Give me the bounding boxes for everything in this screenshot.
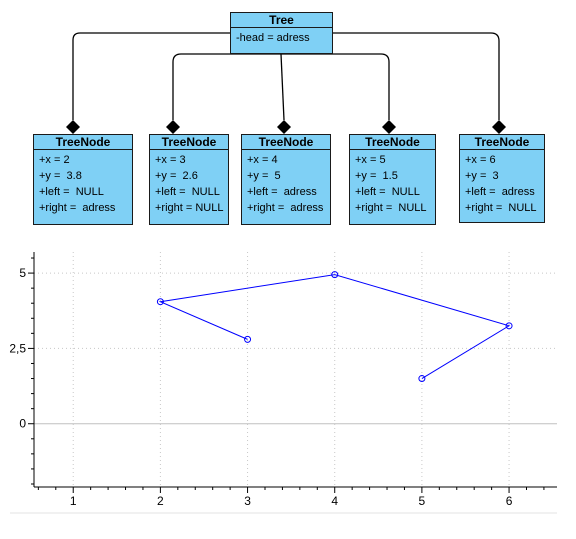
composition-diamond-icon <box>492 120 506 134</box>
y-tick-label: 2,5 <box>9 341 26 355</box>
connector-line <box>333 32 500 120</box>
data-point <box>156 298 164 306</box>
attribute-text: +left = NULL <box>39 186 104 198</box>
treenode-class-box: TreeNode +x = 2 +y = 3.8 +left = NULL +right… <box>33 134 133 225</box>
composition-diamond-icon <box>66 120 80 134</box>
attribute-text: +x = 5 <box>355 154 386 166</box>
connector-line <box>72 32 230 120</box>
attribute-text: +y = 2.6 <box>155 170 198 182</box>
tree-class-box: Tree -head = adress <box>230 12 333 54</box>
treenode-class-box: TreeNode +x = 5 +y = 1.5 +left = NULL +right… <box>349 134 436 225</box>
class-title: TreeNode <box>242 135 330 150</box>
series-line <box>158 274 511 379</box>
attribute-text: +right = NULL <box>155 202 224 214</box>
x-tick-label: 6 <box>506 494 513 508</box>
attribute-text: +right = adress <box>247 202 324 214</box>
connector-line <box>280 53 285 121</box>
x-tick-label: 4 <box>331 494 338 508</box>
data-point <box>331 271 339 279</box>
attribute-text: +left = adress <box>247 186 317 198</box>
connector-line <box>281 53 390 120</box>
y-tick-label: 0 <box>19 417 26 431</box>
y-tick-label: 5 <box>19 266 26 280</box>
composition-diamond-icon <box>166 120 180 134</box>
attribute-text: +y = 1.5 <box>355 170 398 182</box>
data-point <box>505 322 513 330</box>
attribute-text: +left = NULL <box>155 186 220 198</box>
attribute-text: +x = 4 <box>247 154 278 166</box>
class-title: TreeNode <box>350 135 435 150</box>
class-title: Tree <box>231 13 332 28</box>
data-point <box>418 375 426 383</box>
attribute-text: +y = 3 <box>465 170 499 182</box>
attribute-text: +x = 2 <box>39 154 70 166</box>
class-title: TreeNode <box>34 135 132 150</box>
treenode-class-box: TreeNode +x = 3 +y = 2.6 +left = NULL +right… <box>149 134 229 225</box>
data-point <box>244 335 252 343</box>
class-attributes: +x = 3 +y = 2.6 +left = NULL +right = NULL <box>150 150 228 216</box>
class-attributes: +x = 4 +y = 5 +left = adress +right = adres… <box>242 150 330 216</box>
attribute-text: -head = adress <box>236 32 310 44</box>
class-attributes: +x = 6 +y = 3 +left = adress +right = NULL <box>460 150 544 216</box>
attribute-text: +left = NULL <box>355 186 420 198</box>
class-attributes: -head = adress <box>231 28 332 46</box>
attribute-text: +right = NULL <box>355 202 427 214</box>
x-tick-label: 3 <box>244 494 251 508</box>
attribute-text: +x = 3 <box>155 154 186 166</box>
class-title: TreeNode <box>460 135 544 150</box>
class-attributes: +x = 5 +y = 1.5 +left = NULL +right = NULL <box>350 150 435 216</box>
attribute-text: +y = 5 <box>247 170 281 182</box>
attribute-text: +right = adress <box>39 202 116 214</box>
x-tick-label: 5 <box>419 494 426 508</box>
class-title: TreeNode <box>150 135 228 150</box>
x-tick-label: 1 <box>70 494 77 508</box>
connector-line <box>172 53 281 120</box>
treenode-class-box: TreeNode +x = 4 +y = 5 +left = adress +right… <box>241 134 331 225</box>
attribute-text: +y = 3.8 <box>39 170 82 182</box>
attribute-text: +x = 6 <box>465 154 496 166</box>
composition-diamond-icon <box>382 120 396 134</box>
x-tick-label: 2 <box>157 494 164 508</box>
class-attributes: +x = 2 +y = 3.8 +left = NULL +right = adres… <box>34 150 132 216</box>
composition-diamond-icon <box>277 120 291 134</box>
attribute-text: +left = adress <box>465 186 535 198</box>
attribute-text: +right = NULL <box>465 202 537 214</box>
treenode-class-box: TreeNode +x = 6 +y = 3 +left = adress +right… <box>459 134 545 223</box>
